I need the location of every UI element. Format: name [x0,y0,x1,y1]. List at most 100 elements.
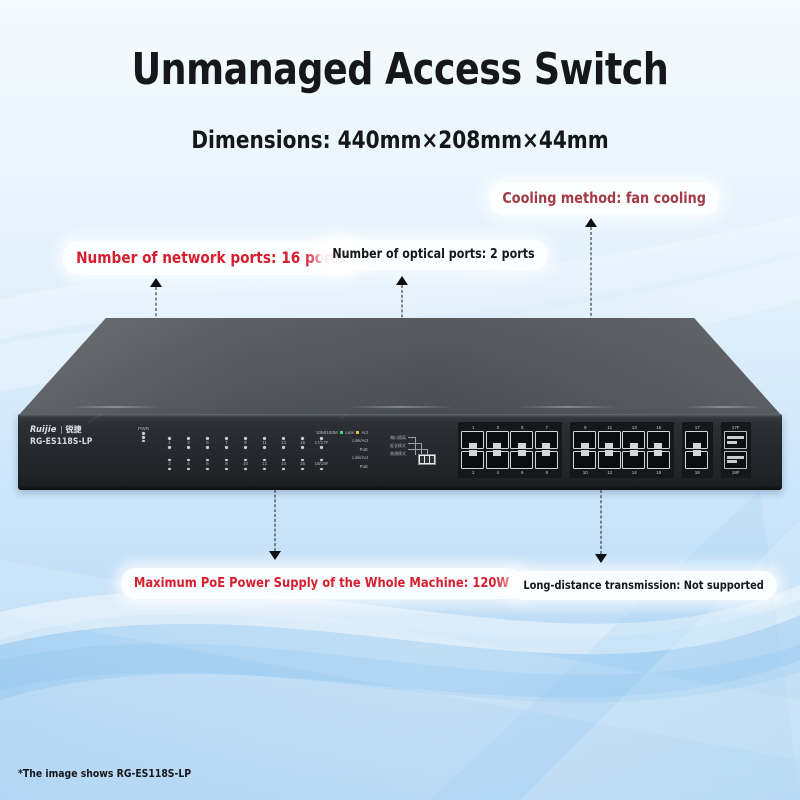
legend-row-label: PoE [359,446,368,452]
port-number: 15 [656,425,662,430]
led-number: 16 [300,461,305,467]
led-cell: 5 [198,436,217,449]
dip-switch-toggle[interactable] [419,456,424,463]
sfp-port-17F[interactable] [723,431,747,449]
device-model-label: RG-ES118S-LP [30,437,93,447]
rj45-port-10[interactable] [573,450,596,469]
dip-switch-block[interactable] [418,454,436,465]
led-dot [263,467,266,471]
port-number: 2 [471,469,475,475]
rj45-port-16[interactable] [646,450,670,469]
sfp-row [723,450,749,469]
led-dot [187,467,190,471]
legend-act-label: Act [361,430,368,435]
led-number: 7 [225,439,228,445]
rj45-port-13[interactable] [622,431,645,449]
led-cell: 9 [236,436,255,449]
dip-switch-toggle[interactable] [424,456,430,463]
dip-switch-label: 端口隔离 [390,435,406,440]
led-cell: 6 [198,458,217,471]
callout-long-distance-label: Long-distance transmission: Not supporte… [523,578,764,592]
led-dot [263,437,266,440]
rj45-port-5[interactable] [510,431,533,449]
rj45-port-1[interactable] [461,431,484,449]
legend-speed-label: 10M/100M [316,430,338,435]
footnote: *The image shows RG-ES118S-LP [18,767,192,780]
callout-network-ports: Number of network ports: 16 ports [62,241,359,275]
led-number: 9 [244,439,247,445]
rj45-port-12[interactable] [597,450,621,469]
vent-slot [518,406,618,408]
rj45-port-14[interactable] [622,450,645,469]
port-number: 3 [496,425,500,430]
led-dot [320,467,323,471]
rj45-port-15[interactable] [646,431,670,449]
port-number: 1 [471,425,475,430]
page-subtitle: Dimensions: 440mm×208mm×44mm [191,126,609,154]
link-color-swatch [340,431,343,434]
led-dot [263,446,266,449]
act-color-swatch [356,431,359,434]
led-dot [225,467,228,471]
led-number: 10 [243,461,248,467]
sfp-port-18F[interactable] [723,450,747,469]
rj45-port-11[interactable] [597,431,621,449]
brand-logo: Ruijie 锐捷 RG-ES118S-LP [30,424,93,448]
callout-poe-power-label: Maximum PoE Power Supply of the Whole Ma… [133,575,510,591]
led-number: 15 [300,439,305,445]
led-dot [206,467,209,471]
led-cell: 14 [274,458,293,471]
rj45-port-8[interactable] [534,450,558,469]
led-number: 18/18F [314,461,329,467]
device-top-panel [18,318,782,416]
port-number: 18F [731,469,740,475]
port-row-top [461,431,559,449]
led-dot [206,437,209,440]
led-number: 1 [168,439,171,445]
led-cell: 16 [293,458,312,471]
led-dot [320,437,323,440]
led-dot [225,446,228,449]
arrow-down-icon [269,551,281,560]
rj45-port-6[interactable] [510,450,533,469]
led-number: 5 [206,439,209,445]
rj45-port-17[interactable] [685,431,708,449]
port-number: 17F [731,425,740,430]
led-dot [168,467,171,471]
callout-network-ports-label: Number of network ports: 16 ports [76,248,346,267]
port-number-row: 17F [724,424,749,431]
sfp-port-group: 17F 18F [720,422,751,478]
rj45-port-2[interactable] [461,450,484,469]
sfp-cage-bar [726,460,737,464]
brand-name-cn: 锐捷 [65,425,82,434]
led-dot [282,446,285,449]
led-dot [282,437,285,440]
led-number: 17/17F [314,439,329,445]
power-led: PWR [138,426,149,443]
sfp-cage-bar [726,440,737,444]
led-dot [244,467,247,471]
rj45-port-4[interactable] [485,450,509,469]
led-number: 3 [187,439,190,445]
dip-switch-toggle[interactable] [430,456,435,463]
led-cell: 18/18F [312,458,331,471]
arrow-down-icon [595,554,607,563]
rj45-port-7[interactable] [534,431,558,449]
rj45-port-18[interactable] [685,450,708,469]
led-dot [282,458,285,462]
sfp-row [723,431,749,449]
arrow-up-icon [396,276,408,285]
led-dot [142,439,145,443]
rj45-port-3[interactable] [485,431,509,449]
led-dot [225,458,228,462]
rj45-port-9[interactable] [573,431,596,449]
led-number: 11 [262,439,267,445]
sfp-cage-bar [726,455,744,459]
led-dot [142,436,145,439]
